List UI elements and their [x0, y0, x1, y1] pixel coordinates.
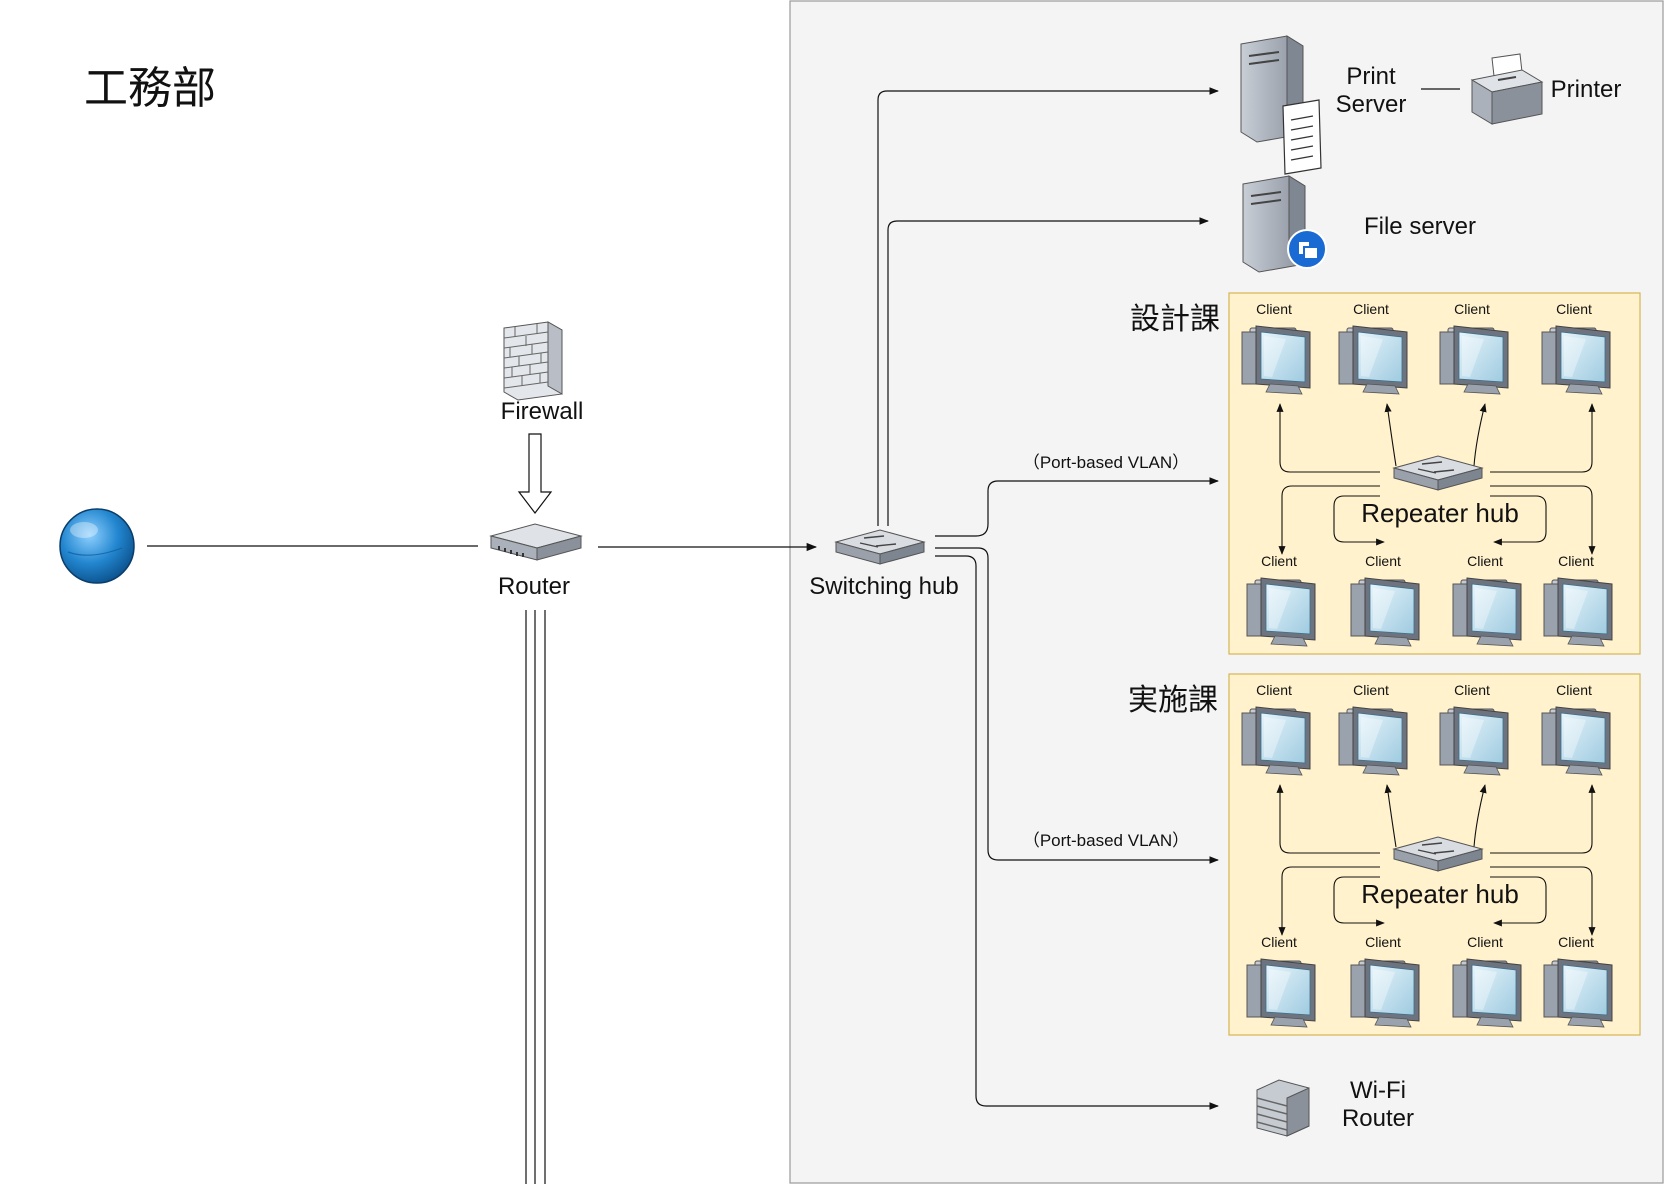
client-computer-icon-bottom-3	[1452, 577, 1522, 647]
client-label-bottom-2: Client	[1365, 934, 1401, 950]
firewall-label: Firewall	[501, 398, 584, 425]
vlan-label-sekkei: （Port-based VLAN）	[1023, 453, 1189, 472]
client-label-bottom-1: Client	[1261, 934, 1297, 950]
client-label-top-3: Client	[1454, 301, 1490, 317]
repeater-hub-label: Repeater hub	[1361, 879, 1519, 909]
client-label-top-1: Client	[1256, 301, 1292, 317]
router-label: Router	[498, 573, 570, 600]
client-computer-icon-bottom-3	[1452, 958, 1522, 1028]
client-computer-icon-bottom-4	[1543, 958, 1613, 1028]
wifi-router-label-line1: Wi-Fi	[1350, 1077, 1406, 1104]
client-label-bottom-4: Client	[1558, 934, 1594, 950]
hub-link-bottom-1	[1278, 485, 1380, 555]
repeater-hub-label: Repeater hub	[1361, 498, 1519, 528]
group-label-sekkei: 設計課	[1130, 303, 1220, 336]
client-label-top-1: Client	[1256, 682, 1292, 698]
client-computer-icon-bottom-2	[1350, 958, 1420, 1028]
file-server-label: File server	[1364, 213, 1476, 240]
client-computer-icon-bottom-4	[1543, 577, 1613, 647]
printer-label: Printer	[1551, 76, 1622, 103]
hub-link-bottom-4	[1490, 485, 1596, 555]
client-label-bottom-3: Client	[1467, 553, 1503, 569]
file-server-icon	[1242, 175, 1327, 273]
wifi-router-label-line2: Router	[1342, 1105, 1414, 1132]
link-switch-print-server	[877, 87, 1219, 526]
router-icon	[489, 523, 583, 561]
hub-link-top-2	[1384, 403, 1397, 467]
hub-link-bottom-1	[1278, 866, 1380, 936]
link-switch-wifi	[935, 555, 1219, 1110]
hub-link-top-3	[1473, 784, 1487, 848]
hub-link-top-4	[1490, 784, 1596, 854]
client-computer-icon-bottom-1	[1246, 577, 1316, 647]
hub-link-top-4	[1490, 403, 1596, 473]
printer-icon	[1470, 53, 1544, 125]
client-computer-icon-top-3	[1439, 706, 1509, 776]
group-label-jisshi: 実施課	[1128, 684, 1218, 717]
client-label-bottom-1: Client	[1261, 553, 1297, 569]
firewall-to-router-arrow	[517, 433, 553, 514]
hub-link-top-1	[1276, 784, 1380, 854]
hub-link-top-3	[1473, 403, 1487, 467]
client-computer-icon-top-4	[1541, 325, 1611, 395]
hub-link-loop-right	[1490, 876, 1547, 927]
link-switch-file-server	[887, 217, 1209, 526]
client-label-top-2: Client	[1353, 682, 1389, 698]
client-computer-icon-top-2	[1338, 325, 1408, 395]
hub-link-loop-right	[1490, 495, 1547, 546]
switching-hub-label: Switching hub	[809, 573, 958, 600]
client-label-top-2: Client	[1353, 301, 1389, 317]
client-computer-icon-top-1	[1241, 325, 1311, 395]
hub-link-top-1	[1276, 403, 1380, 473]
client-computer-icon-top-3	[1439, 325, 1509, 395]
client-computer-icon-top-2	[1338, 706, 1408, 776]
client-label-top-4: Client	[1556, 682, 1592, 698]
client-label-bottom-2: Client	[1365, 553, 1401, 569]
print-server-icon	[1240, 35, 1322, 175]
client-computer-icon-top-4	[1541, 706, 1611, 776]
page-title: 工務部	[84, 64, 216, 113]
client-label-bottom-3: Client	[1467, 934, 1503, 950]
client-label-top-4: Client	[1556, 301, 1592, 317]
link-switch-vlan-sekkei	[935, 477, 1219, 537]
client-computer-icon-top-1	[1241, 706, 1311, 776]
print-server-label-line1: Print	[1346, 63, 1396, 90]
hub-link-loop-left	[1333, 495, 1385, 546]
client-label-top-3: Client	[1454, 682, 1490, 698]
internet-globe-icon	[59, 508, 135, 584]
link-switch-vlan-jisshi	[935, 547, 1219, 864]
client-label-bottom-4: Client	[1558, 553, 1594, 569]
print-server-label-line2: Server	[1336, 91, 1407, 118]
client-computer-icon-bottom-2	[1350, 577, 1420, 647]
router-vertical-links	[525, 610, 546, 1184]
hub-link-loop-left	[1333, 876, 1385, 927]
hub-link-bottom-4	[1490, 866, 1596, 936]
client-computer-icon-bottom-1	[1246, 958, 1316, 1028]
wifi-router-icon	[1256, 1079, 1310, 1137]
hub-link-top-2	[1384, 784, 1397, 848]
firewall-icon	[503, 321, 563, 401]
vlan-label-jisshi: （Port-based VLAN）	[1023, 831, 1189, 850]
